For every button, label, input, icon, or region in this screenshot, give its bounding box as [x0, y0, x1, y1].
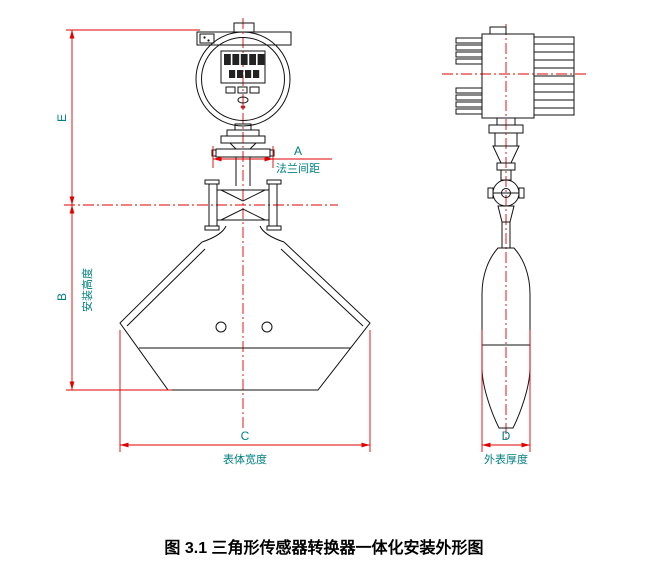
- side-housing-fins-left-bottom: [455, 87, 483, 115]
- bell-left: [201, 225, 227, 243]
- dimension-label-group: E B 安装高度 A 法兰间距 C 表体宽度 D 外表厚度: [55, 114, 528, 466]
- flange-bolt-left: [211, 149, 217, 157]
- front-view: [119, 22, 371, 391]
- keypad-button: [249, 86, 260, 94]
- side-housing-cover-ribs: [534, 43, 574, 109]
- dim-label-B: B: [55, 293, 69, 301]
- pipe-bolt: [204, 179, 220, 185]
- side-body-outline: [481, 247, 531, 429]
- lcd-digit-row-1: [224, 54, 265, 65]
- lcd-display-frame: [220, 50, 266, 84]
- ball-joint-center: [501, 188, 511, 198]
- conduit-dot: [207, 39, 210, 42]
- dim-note-outer-thickness: 外表厚度: [484, 452, 528, 466]
- side-housing-body: [481, 33, 535, 119]
- pipe-bolt: [204, 225, 220, 231]
- ball-joint-nub-right: [518, 187, 525, 199]
- keypad-button: [225, 86, 236, 94]
- body-port-left: [215, 321, 227, 333]
- dim-note-body-width: 表体宽度: [223, 452, 267, 466]
- center-lines: [64, 18, 586, 440]
- dim-note-installation-height: 安装高度: [80, 268, 94, 312]
- conduit-dot: [203, 36, 206, 39]
- dimension-arrows: [69, 30, 530, 448]
- body-inner-slope-right: [280, 248, 364, 327]
- dim-note-flange-spacing: 法兰间距: [276, 161, 320, 175]
- triangular-body-outline: [119, 241, 371, 391]
- venturi-lower: [220, 208, 266, 221]
- bell-right: [259, 225, 285, 243]
- venturi-upper: [220, 189, 266, 202]
- pipe-bolt: [266, 225, 282, 231]
- conduit-detail-box: [199, 33, 215, 44]
- dim-label-C: C: [241, 429, 250, 443]
- conduit-cap: [233, 22, 255, 33]
- keypad-button: [237, 86, 248, 94]
- body-inner-slope-left: [126, 248, 206, 327]
- flange-bolt-right: [269, 149, 275, 157]
- side-view: [455, 26, 575, 429]
- display-head-outer-circle: [195, 31, 291, 127]
- side-housing-fins-left-top: [455, 37, 483, 65]
- display-head-inner-circle: [201, 37, 285, 121]
- figure-caption: 图 3.1 三角形传感器转换器一体化安装外形图: [164, 538, 483, 557]
- body-port-right: [261, 321, 273, 333]
- ball-joint-nub-left: [487, 187, 494, 199]
- lcd-digit-row-2: [229, 70, 260, 78]
- dim-label-D: D: [502, 429, 511, 443]
- dim-label-A: A: [294, 144, 302, 158]
- indicator-dot: [240, 105, 246, 109]
- dim-label-E: E: [55, 114, 69, 122]
- side-housing-top-notch: [489, 26, 507, 35]
- pipe-bolt: [266, 179, 282, 185]
- nameplate-oval: [237, 96, 249, 104]
